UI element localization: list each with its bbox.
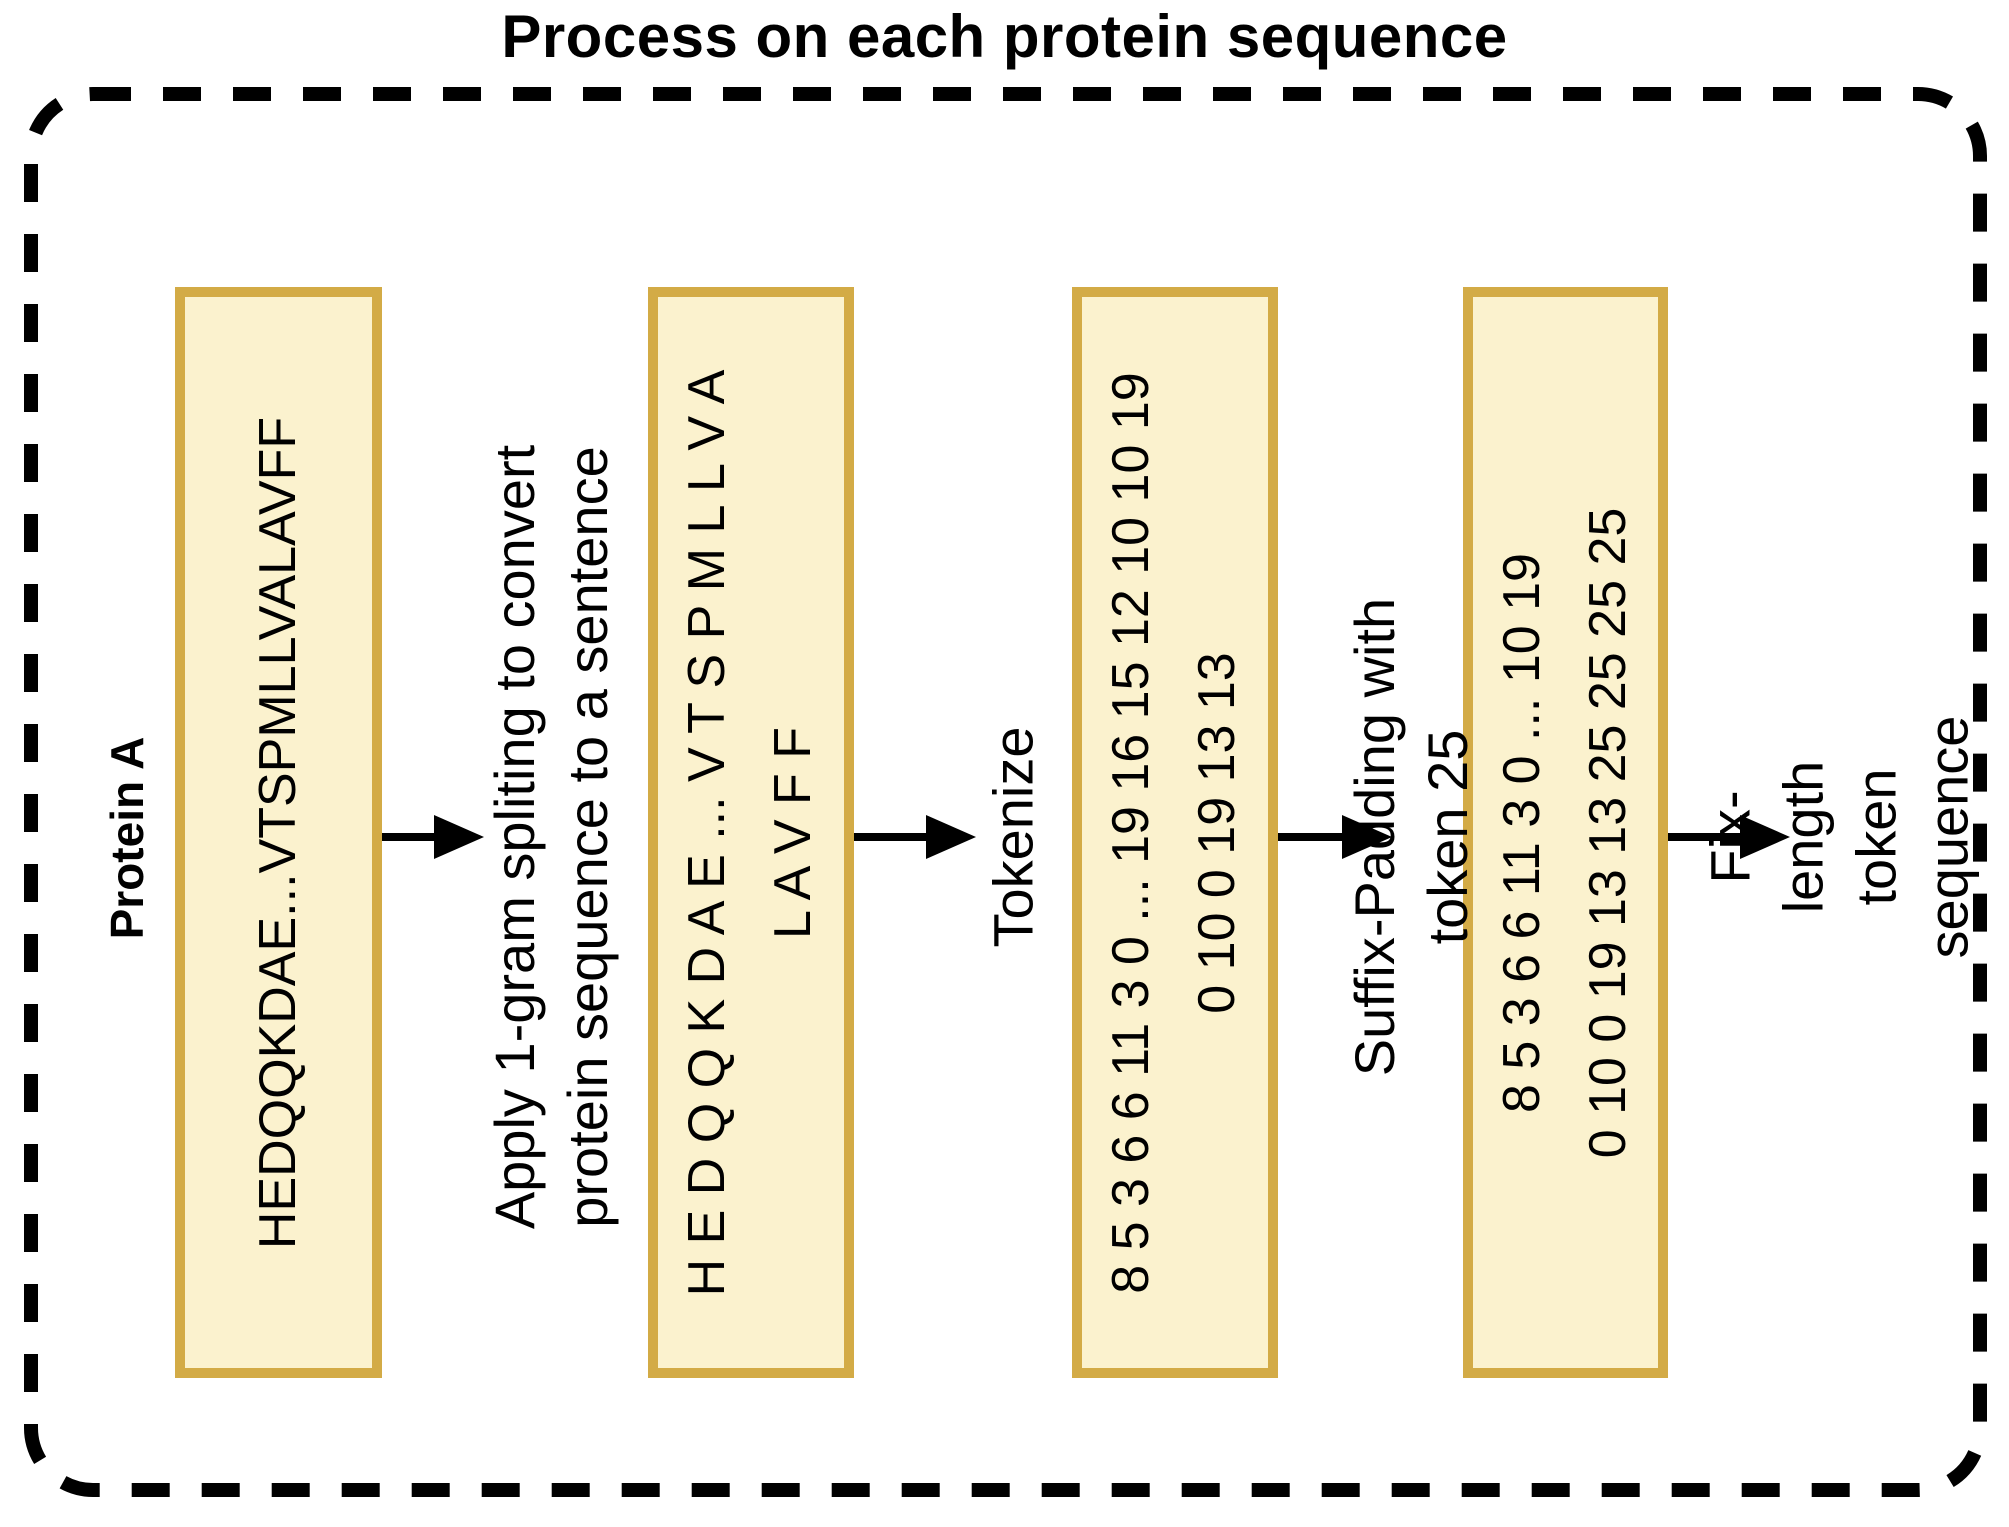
box-protein-sequence: HEDQQKDAE...VTSPMLLVALAVFF <box>175 287 382 1378</box>
token-sequence-text: 8 5 3 6 6 11 3 0 ... 19 16 15 12 10 10 1… <box>1102 371 1246 1294</box>
sentence-sequence-text: H E D Q Q K D A E ... V T S P M L L V A … <box>678 369 822 1296</box>
step-label-tokenize: Tokenize <box>981 726 1045 948</box>
arrow-3-head <box>1342 815 1392 859</box>
arrow-4 <box>1668 815 1790 859</box>
arrow-4-head <box>1740 815 1790 859</box>
step-label-fix-length: Fix-length token sequence <box>1698 715 1980 959</box>
protein-sequence-text: HEDQQKDAE...VTSPMLLVALAVFF <box>248 416 307 1249</box>
process-boundary-dashed-border <box>24 87 1987 1497</box>
padded-token-sequence-text: 8 5 3 6 6 11 3 0 ... 10 19 0 10 0 19 13 … <box>1492 507 1637 1158</box>
arrow-2-head <box>926 815 976 859</box>
arrow-1-head <box>434 815 484 859</box>
arrow-1 <box>382 815 484 859</box>
arrow-3 <box>1278 815 1392 859</box>
diagram-title: Process on each protein sequence <box>501 3 1508 70</box>
protein-a-label: Protein A <box>101 736 153 940</box>
step-label-suffix-padding: Suffix-Padding with token 25 <box>1343 597 1479 1077</box>
step-label-1gram-splitting: Apply 1-gram spliting to convert protein… <box>483 444 619 1230</box>
arrow-2 <box>854 815 976 859</box>
box-padded-token-sequence: 8 5 3 6 6 11 3 0 ... 10 19 0 10 0 19 13 … <box>1463 287 1668 1378</box>
box-token-sequence: 8 5 3 6 6 11 3 0 ... 19 16 15 12 10 10 1… <box>1072 287 1278 1378</box>
box-sentence-sequence: H E D Q Q K D A E ... V T S P M L L V A … <box>648 287 854 1378</box>
